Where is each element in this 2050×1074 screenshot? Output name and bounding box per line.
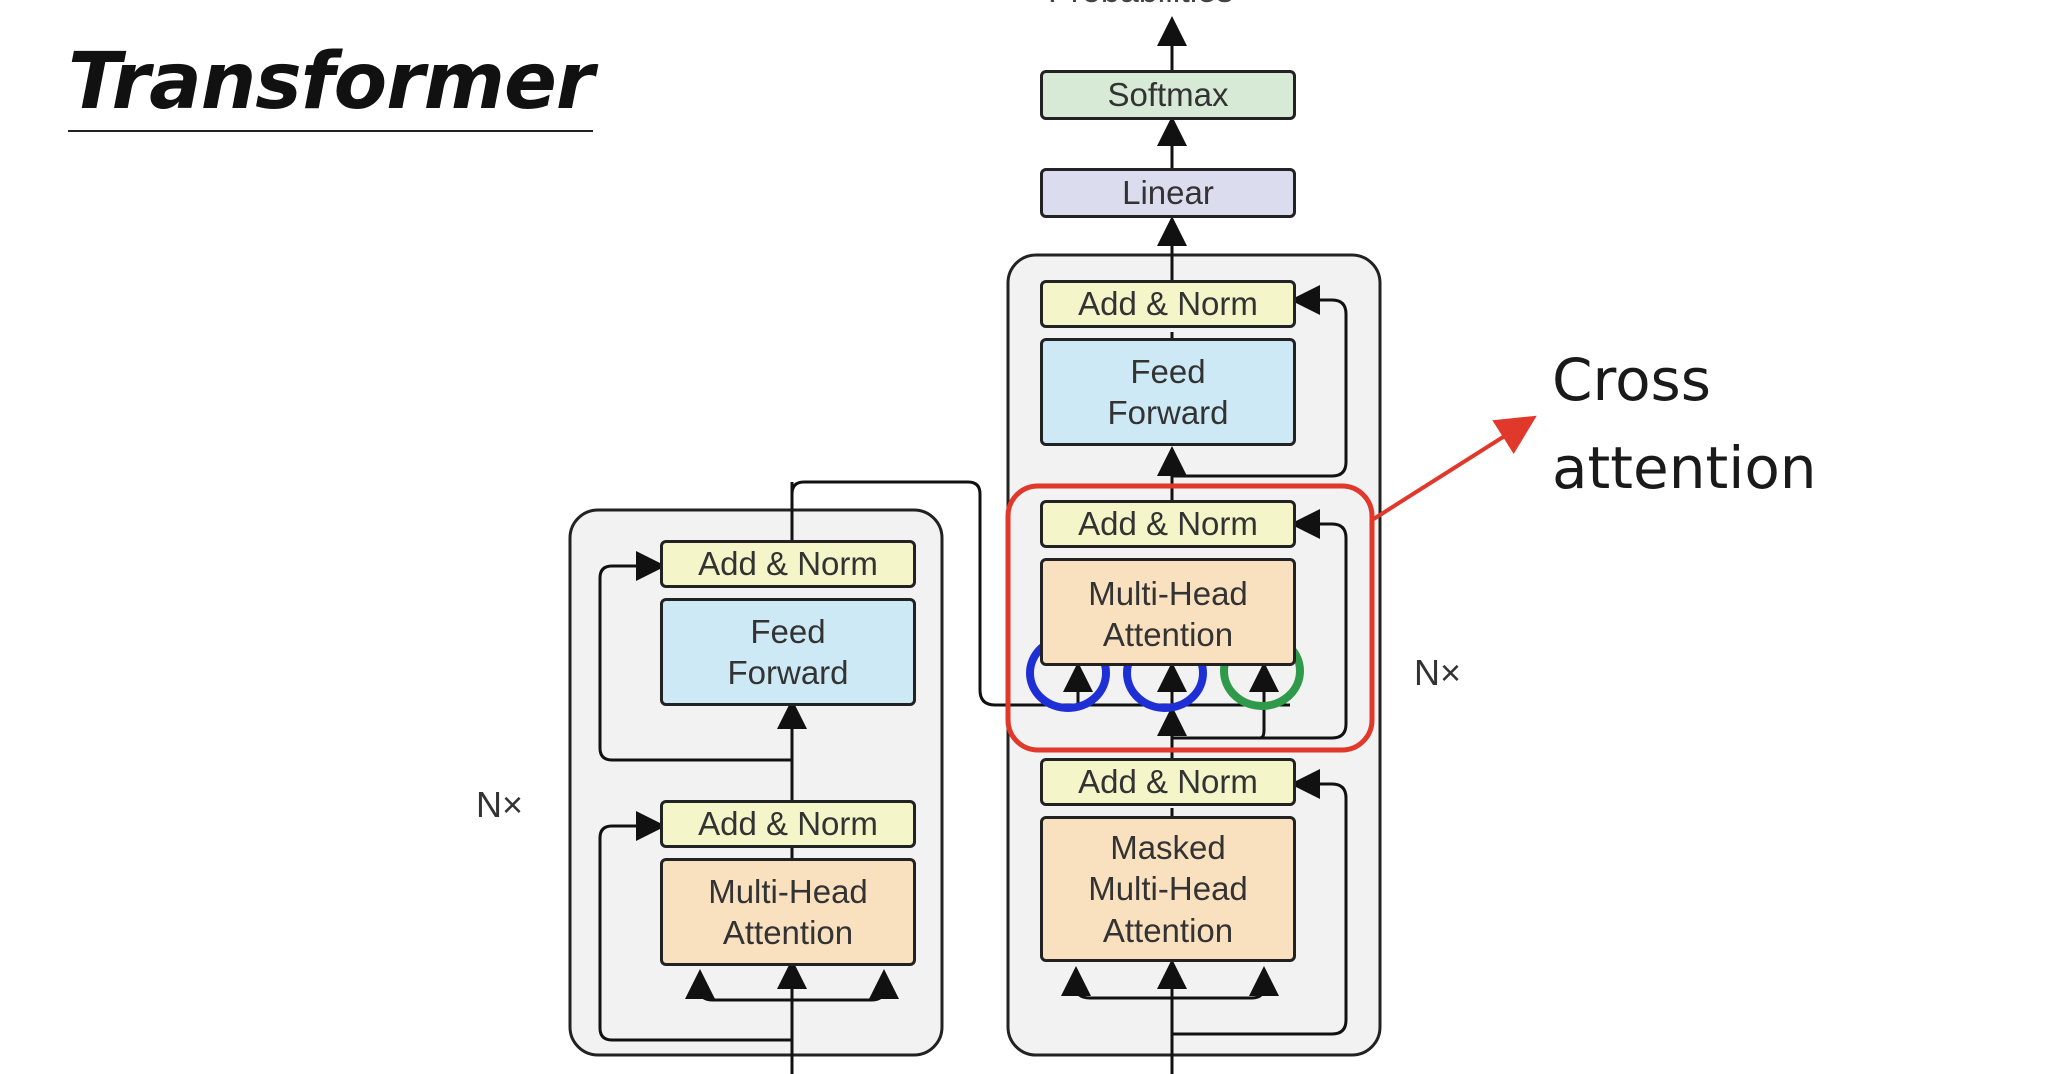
encoder-flow-lines	[598, 480, 1080, 1074]
softmax-block: Softmax	[1040, 70, 1296, 120]
output-probabilities-label: Probabilities	[1048, 0, 1233, 11]
encoder-add-norm-top: Add & Norm	[660, 540, 916, 588]
encoder-stack-panel	[568, 508, 944, 1057]
encoder-add-norm-bottom: Add & Norm	[660, 800, 916, 848]
callout-line-1: Cross	[1552, 346, 1711, 414]
linear-block: Linear	[1040, 168, 1296, 218]
decoder-add-norm-bottom: Add & Norm	[1040, 758, 1296, 806]
encoder-repeat-label: N×	[476, 784, 524, 825]
decoder-add-norm-mid: Add & Norm	[1040, 500, 1296, 548]
decoder-repeat-label: N×	[1414, 652, 1462, 693]
callout-line-2: attention	[1552, 434, 1817, 502]
decoder-add-norm-top: Add & Norm	[1040, 280, 1296, 328]
cross-attention-callout: Cross attention	[1552, 336, 1817, 512]
decoder-flow-lines	[1061, 16, 1348, 1074]
cross-attention-highlight	[1005, 483, 1375, 753]
callout-arrow	[1370, 415, 1537, 522]
slide-title: Transformer	[68, 37, 594, 132]
